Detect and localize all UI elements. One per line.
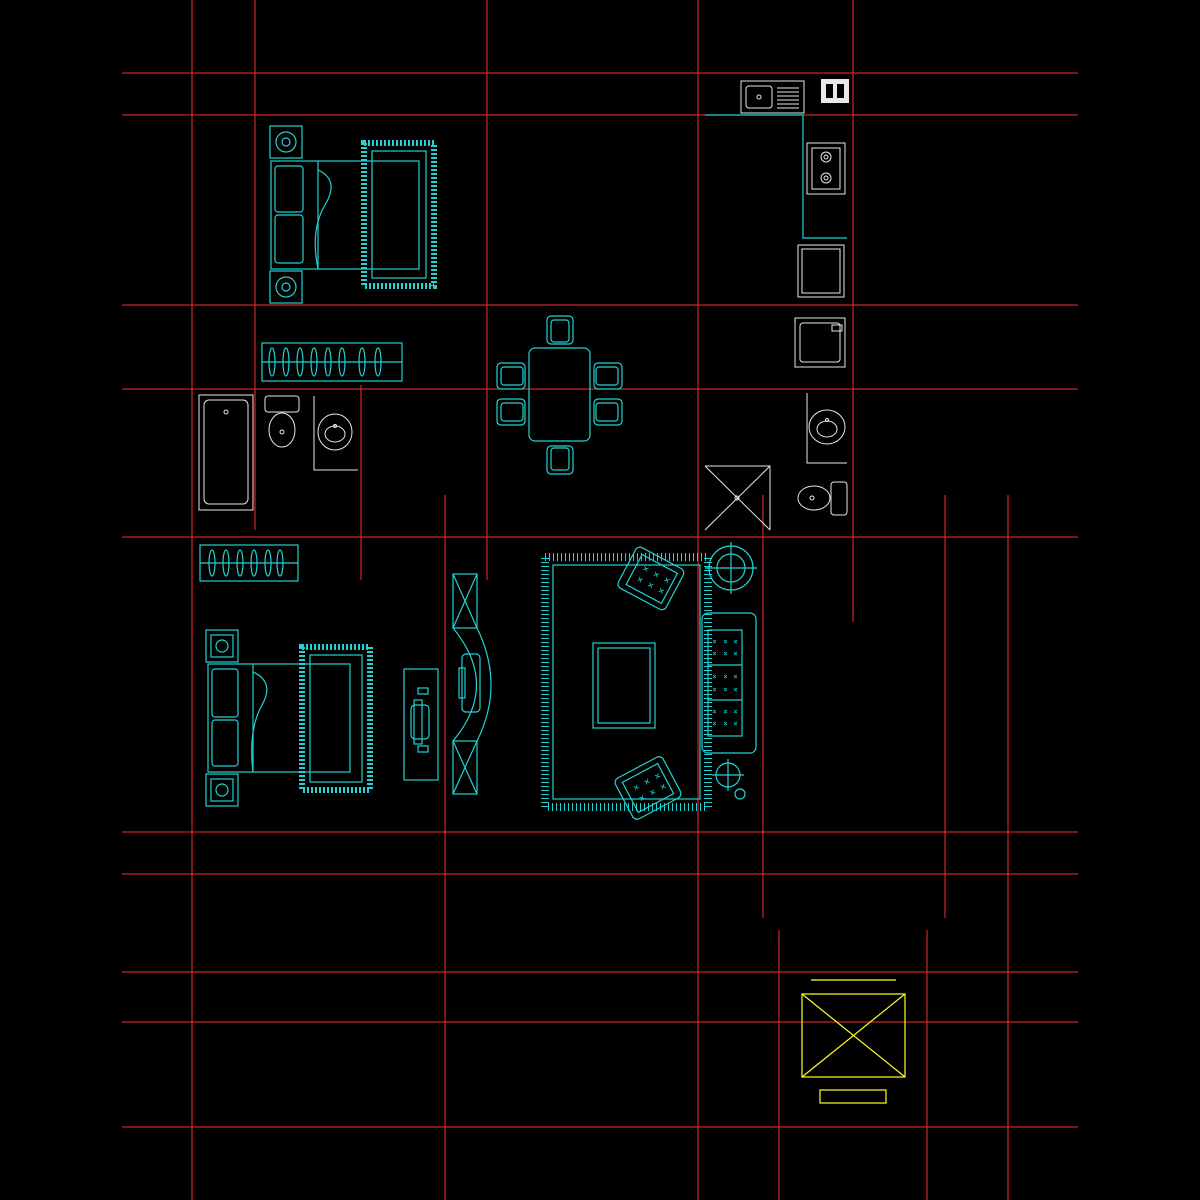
wardrobe-bottom — [199, 544, 299, 582]
kitchen-counter — [705, 114, 847, 239]
sink-right — [806, 393, 847, 464]
armchair-top — [617, 546, 685, 611]
tv-wall-unit — [452, 573, 492, 795]
rug-top — [361, 140, 437, 289]
bed-top — [270, 160, 420, 270]
gas-stove — [806, 142, 846, 195]
rug-bottom — [299, 644, 373, 793]
dining-table — [528, 347, 591, 442]
living-rug — [541, 553, 712, 811]
sofa — [701, 612, 757, 754]
coffee-table — [592, 642, 656, 729]
refrigerator — [797, 244, 845, 298]
toilet-right — [797, 481, 848, 516]
wardrobe-top — [261, 342, 403, 382]
floor-lamp-bottom — [712, 759, 746, 800]
toilet-left — [264, 395, 300, 448]
armchair-bottom — [614, 756, 682, 820]
axis-grid — [122, 0, 1078, 1200]
nightstand-bottom-1 — [205, 629, 239, 663]
nightstand-top-2 — [269, 270, 303, 304]
side-table-lamp-top — [705, 542, 757, 594]
shower-drain — [704, 465, 771, 531]
washing-machine — [794, 317, 846, 368]
bed-bottom — [207, 663, 351, 773]
tv-cabinet-bedroom — [403, 668, 439, 781]
bathtub — [198, 394, 254, 511]
nightstand-top-1 — [269, 125, 303, 159]
double-outlet-icon — [821, 79, 849, 103]
dining-chairs — [496, 315, 623, 475]
kitchen-sink — [740, 80, 805, 114]
elevator — [801, 979, 906, 1104]
nightstand-bottom-2 — [205, 773, 239, 807]
sink-left — [313, 396, 358, 471]
